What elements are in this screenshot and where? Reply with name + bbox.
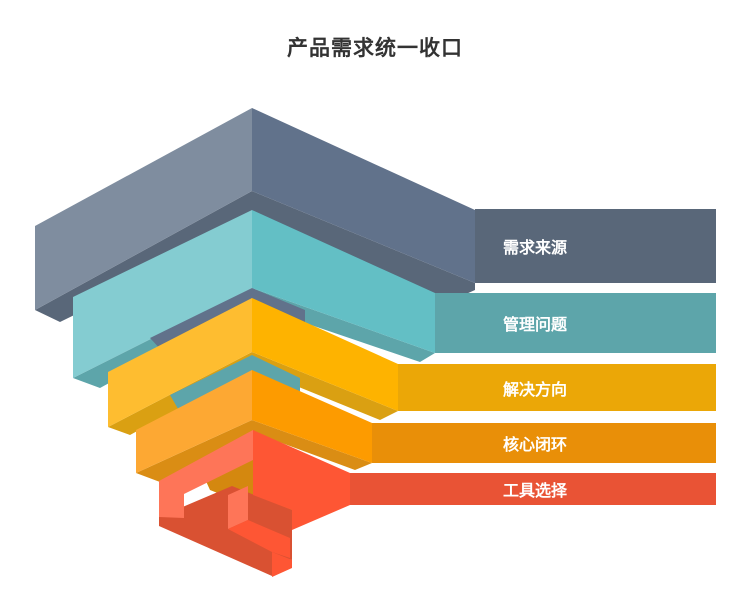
tier-label: 工具选择 — [503, 481, 568, 500]
tier-bar-management-issues: 管理问题 — [435, 293, 716, 353]
tier-bar-demand-source: 需求来源 — [475, 209, 716, 283]
tier-bar-solution-direction: 解决方向 — [398, 364, 716, 411]
tier-label: 需求来源 — [503, 238, 568, 257]
page-title: 产品需求统一收口 — [287, 36, 463, 60]
tier-bar-tool-selection: 工具选择 — [350, 473, 716, 505]
tier-5-shape — [159, 430, 350, 577]
tier-label: 核心闭环 — [503, 435, 568, 454]
tier-label: 解决方向 — [503, 379, 568, 399]
tier-label: 管理问题 — [503, 315, 568, 334]
tier-3-shape — [108, 298, 398, 435]
tier-bar-core-loop: 核心闭环 — [372, 423, 716, 463]
